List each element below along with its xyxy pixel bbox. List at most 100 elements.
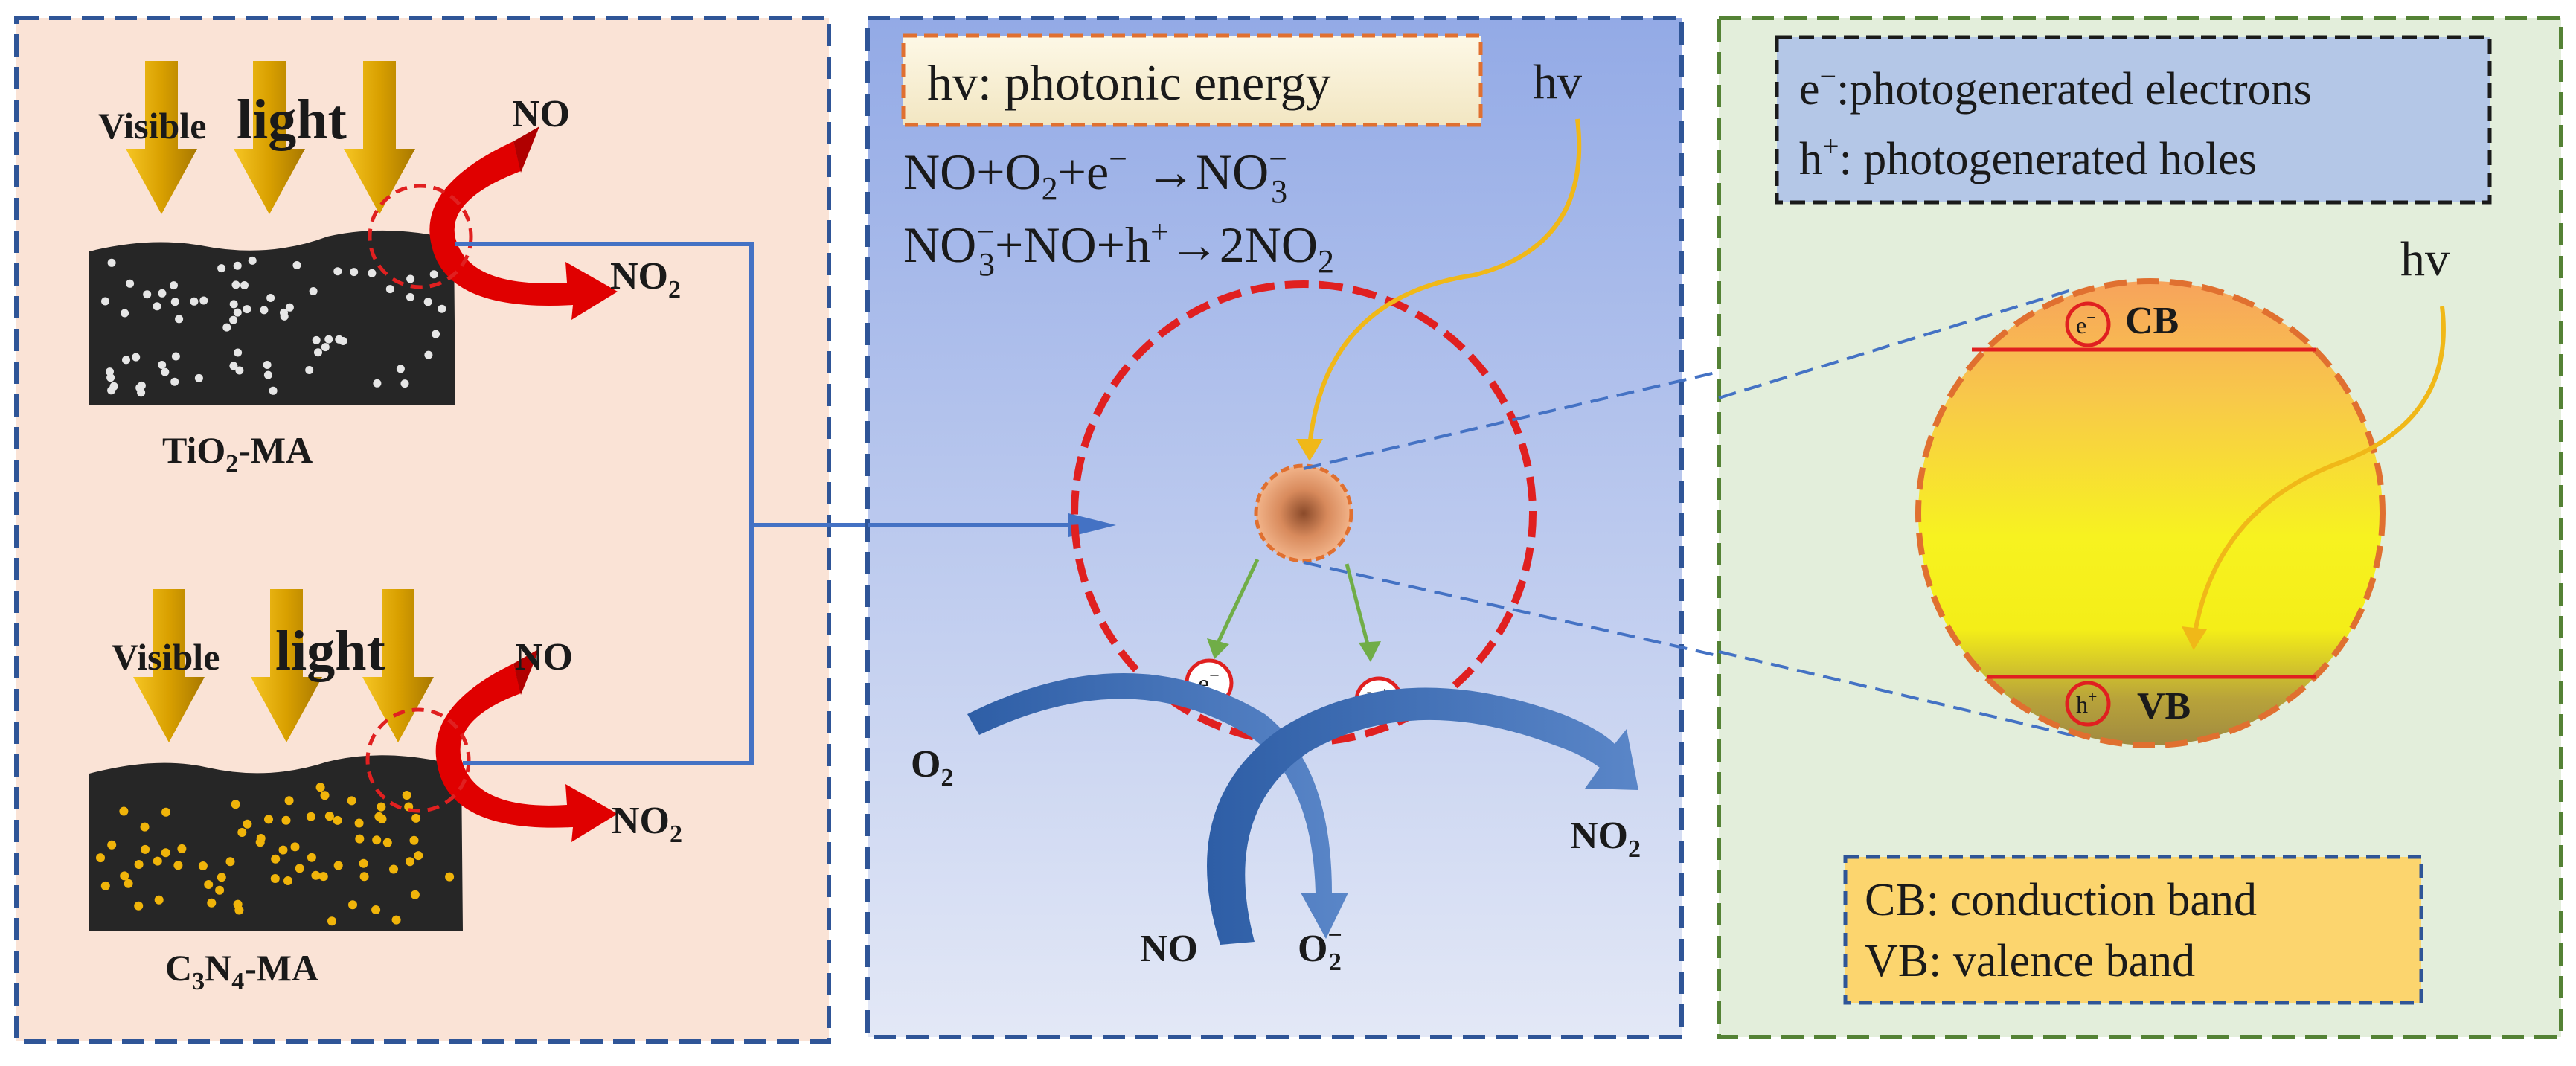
particle-dot	[243, 305, 251, 314]
particle-dot	[229, 315, 238, 324]
hv-label: hv	[1533, 55, 1582, 109]
particle-dot	[234, 348, 243, 357]
no-reaction-arrow	[429, 141, 618, 320]
vb-legend-text: VB: valence band	[1865, 936, 2195, 986]
c3n4-particles	[96, 783, 455, 926]
electron-badge	[2065, 301, 2111, 347]
particle-dot	[318, 872, 328, 882]
particle-dot	[290, 842, 300, 852]
particle-dot	[400, 379, 409, 388]
particle-dot	[231, 280, 240, 289]
particle-dot	[107, 258, 116, 267]
superoxide-label: O−2	[1298, 922, 1342, 976]
visible-text: Visible	[98, 105, 206, 147]
photon-arrow-head-icon	[1296, 439, 1323, 461]
particle-dot	[445, 872, 455, 882]
particle-dot	[199, 296, 208, 305]
particle-dot	[248, 256, 257, 265]
particle-dot	[411, 813, 421, 823]
particle-dot	[423, 298, 432, 306]
particle-dot	[100, 881, 110, 890]
particle-dot	[335, 335, 344, 344]
particle-dot	[233, 899, 243, 909]
particle-dot	[198, 861, 208, 870]
particle-dot	[215, 885, 225, 895]
photon-path	[2193, 306, 2446, 633]
particle-dot	[347, 796, 356, 806]
particle-dot	[278, 845, 288, 855]
particle-dot	[333, 861, 343, 870]
particle-dot	[271, 854, 281, 864]
particle-dot	[295, 864, 304, 873]
particle-dot	[410, 890, 420, 899]
particle-dot	[140, 822, 150, 832]
photocatalyst-particle	[1254, 463, 1353, 563]
particle-dot	[154, 895, 164, 905]
particle-dot	[233, 308, 242, 317]
particle-dot	[229, 300, 238, 309]
particle-dot	[305, 366, 314, 374]
particle-dot	[194, 373, 203, 382]
particle-dot	[355, 834, 365, 844]
particle-dot	[391, 915, 401, 925]
particle-dot	[333, 815, 342, 825]
green-arrow-head-icon	[1359, 641, 1381, 662]
particle-dot	[243, 819, 252, 829]
hv-label: hv	[2400, 232, 2450, 286]
particle-dot	[315, 783, 325, 792]
particle-dot	[170, 281, 178, 290]
no2-label: NO2	[610, 255, 681, 304]
particle-dot	[414, 851, 423, 861]
particle-dot	[385, 285, 394, 294]
particle-dot	[312, 335, 321, 344]
hv-legend-box	[901, 33, 1483, 127]
particle-dot	[175, 315, 184, 324]
arrow-head-icon	[1068, 513, 1116, 537]
electron-badge-text: e−	[2076, 308, 2096, 338]
particle-dot	[432, 330, 440, 338]
particle-dot	[402, 791, 411, 800]
particle-dot	[359, 872, 369, 882]
hv-legend-text: hv: photonic energy	[927, 54, 1331, 111]
particle-dot	[309, 287, 318, 295]
particle-dot	[311, 870, 321, 880]
light-text: light	[237, 89, 347, 151]
particle-dot	[217, 873, 226, 882]
visible-light-arrows-top	[126, 61, 415, 214]
particle-dot	[107, 386, 116, 395]
particle-dot	[158, 361, 167, 369]
cb-label: CB	[2125, 300, 2179, 342]
particle-dot	[106, 373, 115, 382]
equation-2: NO−3+NO+h+→2NO2	[903, 213, 1334, 283]
cb-legend-text: CB: conduction band	[1865, 875, 2257, 925]
particle-dot	[240, 281, 249, 289]
particle-dot	[281, 815, 291, 825]
tio2-material: Visible light NO NO2 TiO2-MA	[89, 61, 681, 478]
particle-dot	[207, 898, 217, 908]
particle-dot	[285, 303, 294, 312]
no-label: NO	[1140, 928, 1198, 970]
particle-dot	[406, 293, 414, 301]
particle-dot	[134, 860, 144, 869]
green-arrow-head-icon	[1207, 638, 1229, 659]
reaction-site-circle	[368, 184, 473, 289]
particle-dot	[429, 270, 438, 279]
right-panel: e−:photogenerated electrons h+: photogen…	[1717, 16, 2563, 1039]
particle-dot	[354, 818, 364, 828]
o2-flow-arrow	[967, 673, 1348, 939]
particle-dot	[158, 289, 167, 298]
left-panel: Visible light NO NO2 TiO2-MA Visible lig…	[14, 16, 1071, 1044]
particle-dot	[359, 858, 368, 868]
reaction-site-circle	[365, 707, 471, 813]
particle-dot	[409, 835, 419, 845]
light-arrow-icon	[344, 61, 415, 214]
band-structure-sphere	[1915, 278, 2386, 748]
particle-dot	[320, 791, 330, 800]
middle-panel: hv: photonic energy hv NO+O2+e−→NO−3 NO−…	[865, 16, 2084, 1039]
particle-dot	[324, 812, 334, 821]
particle-dot	[283, 876, 292, 885]
particle-dot	[233, 261, 242, 270]
particle-dot	[373, 379, 382, 388]
vb-label: VB	[2137, 685, 2191, 728]
